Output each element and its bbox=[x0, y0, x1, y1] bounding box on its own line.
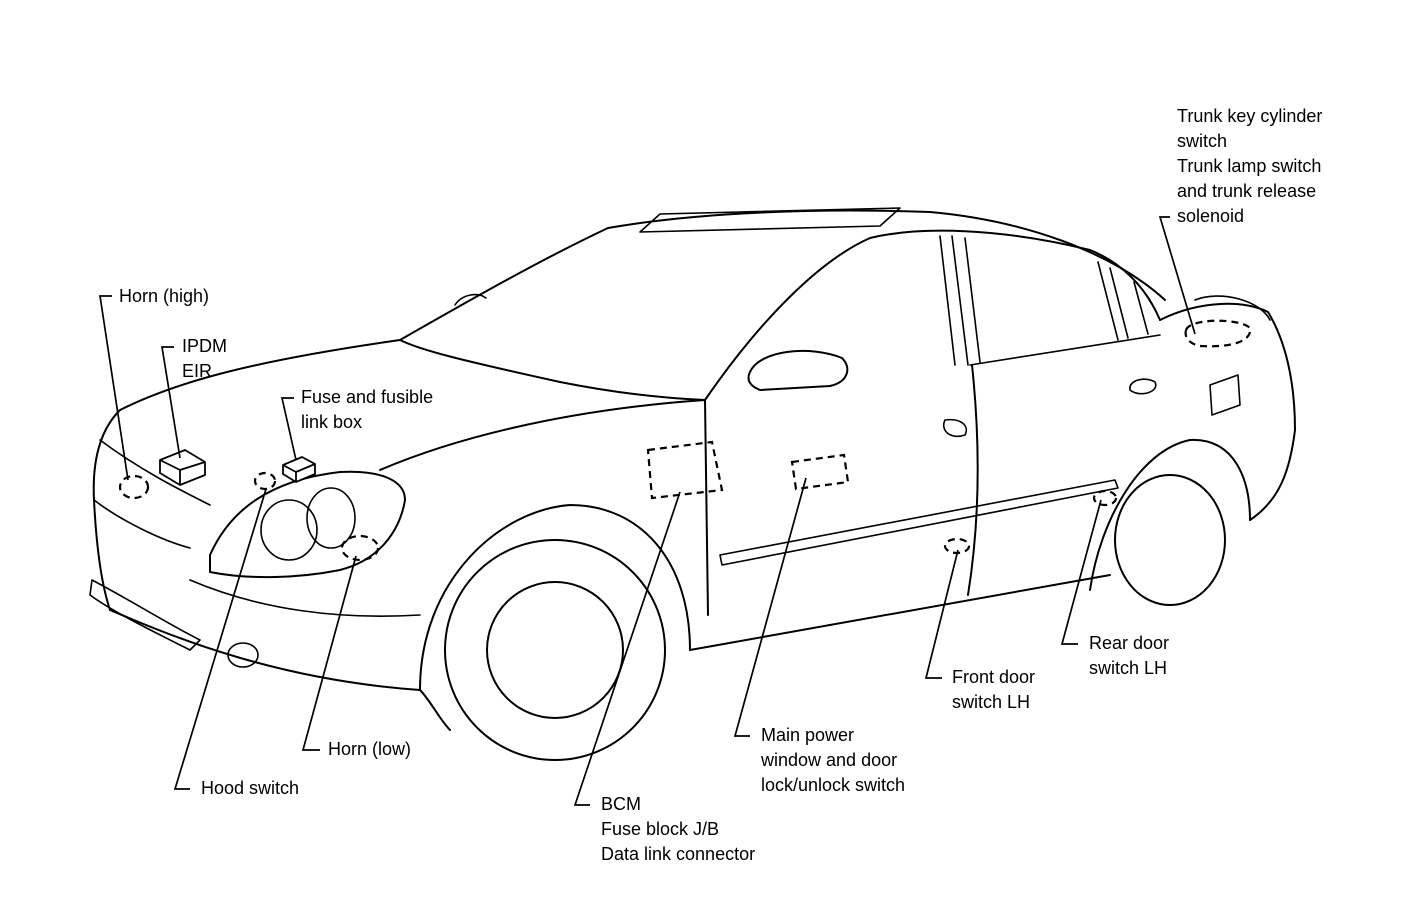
trunk-marker bbox=[1184, 319, 1252, 348]
horn-high-marker bbox=[118, 474, 150, 500]
rear-door-switch-leader bbox=[1060, 499, 1102, 645]
bcm-line-1: BCM bbox=[601, 794, 641, 814]
fuse-box-line-1: Fuse and fusible bbox=[301, 387, 434, 407]
main-power-window-leader bbox=[733, 477, 807, 737]
hood-switch-leader bbox=[173, 488, 267, 790]
main-power-window-marker bbox=[790, 453, 850, 491]
horn-low-line-1: Horn (low) bbox=[328, 739, 412, 759]
main-power-window-label: Main power window and door lock/unlock s… bbox=[761, 723, 905, 798]
ipdm-line-1: IPDM bbox=[182, 336, 227, 356]
rear-door-switch-line-2: switch LH bbox=[1089, 658, 1168, 678]
trunk-label: Trunk key cylinder switch Trunk lamp swi… bbox=[1177, 104, 1322, 229]
horn-low-label: Horn (low) bbox=[328, 737, 411, 762]
hood-switch-line-1: Hood switch bbox=[201, 778, 300, 798]
trunk-line-5: solenoid bbox=[1177, 206, 1245, 226]
bcm-label: BCM Fuse block J/B Data link connector bbox=[601, 792, 755, 867]
rear-door-switch-marker bbox=[1092, 489, 1118, 507]
front-door-switch-line-2: switch LH bbox=[952, 692, 1031, 712]
horn-low-leader bbox=[301, 555, 357, 751]
hood-switch-label: Hood switch bbox=[201, 776, 299, 801]
trunk-line-3: Trunk lamp switch bbox=[1177, 156, 1322, 176]
ipdm-leader bbox=[161, 346, 181, 459]
trunk-line-4: and trunk release bbox=[1177, 181, 1317, 201]
component-markers bbox=[118, 319, 1252, 562]
fuse-box-line-2: link box bbox=[301, 412, 363, 432]
main-power-window-line-3: lock/unlock switch bbox=[761, 775, 906, 795]
horn-high-label: Horn (high) bbox=[119, 284, 209, 309]
bcm-line-2: Fuse block J/B bbox=[601, 819, 720, 839]
trunk-leader bbox=[1158, 216, 1196, 335]
car-outline bbox=[89, 207, 1296, 761]
ipdm-line-2: EIR bbox=[182, 361, 213, 381]
bcm-leader bbox=[573, 491, 681, 806]
ipdm-box bbox=[159, 449, 206, 486]
front-door-switch-line-1: Front door bbox=[952, 667, 1036, 687]
main-power-window-line-2: window and door bbox=[761, 750, 898, 770]
ipdm-label: IPDM EIR bbox=[182, 334, 227, 384]
rear-door-switch-line-1: Rear door bbox=[1089, 633, 1170, 653]
bcm-marker bbox=[646, 440, 724, 500]
main-power-window-line-1: Main power bbox=[761, 725, 855, 745]
fuse-box bbox=[282, 456, 316, 483]
trunk-line-2: switch bbox=[1177, 131, 1228, 151]
leader-lines bbox=[99, 216, 1196, 806]
component-boxes bbox=[159, 449, 316, 486]
fuse-box-leader bbox=[280, 397, 297, 461]
rear-door-switch-label: Rear door switch LH bbox=[1089, 631, 1169, 681]
hood-switch-marker bbox=[253, 471, 277, 491]
front-door-switch-label: Front door switch LH bbox=[952, 665, 1035, 715]
trunk-line-1: Trunk key cylinder bbox=[1177, 106, 1323, 126]
horn-low-marker bbox=[340, 534, 380, 562]
bcm-line-3: Data link connector bbox=[601, 844, 756, 864]
front-door-switch-leader bbox=[924, 549, 959, 679]
fuse-box-label: Fuse and fusible link box bbox=[301, 385, 433, 435]
horn-high-line-1: Horn (high) bbox=[119, 286, 210, 306]
horn-high-leader bbox=[99, 295, 129, 481]
